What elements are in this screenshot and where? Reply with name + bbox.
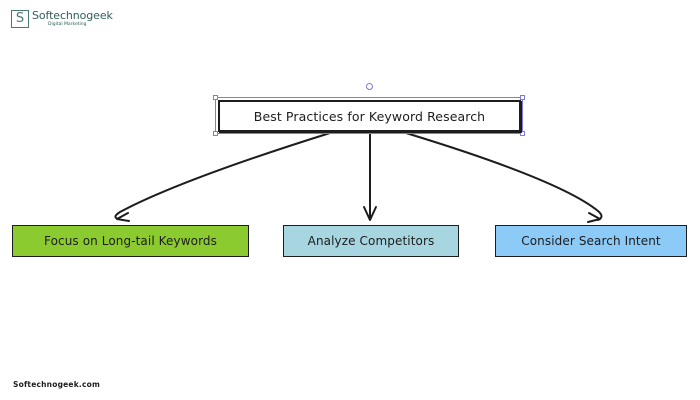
child-node-competitors[interactable]: Analyze Competitors bbox=[283, 225, 459, 257]
resize-handle-top-right[interactable] bbox=[520, 95, 525, 100]
logo-name: Softechnogeek bbox=[32, 9, 113, 22]
logo-mark-icon: S bbox=[11, 10, 29, 28]
rotate-handle[interactable] bbox=[366, 83, 373, 90]
root-node[interactable]: Best Practices for Keyword Research bbox=[218, 100, 521, 132]
arrowhead-middle bbox=[363, 206, 377, 221]
resize-handle-bottom-left[interactable] bbox=[213, 131, 218, 136]
brand-logo: S Softechnogeek Digital Marketing bbox=[11, 10, 113, 30]
selection-frame bbox=[215, 97, 523, 134]
child-node-search-intent[interactable]: Consider Search Intent bbox=[495, 225, 687, 257]
connector-left bbox=[114, 132, 331, 220]
arrowhead-left bbox=[116, 212, 130, 222]
child-node-long-tail[interactable]: Focus on Long-tail Keywords bbox=[12, 225, 249, 257]
connector-right bbox=[405, 132, 603, 221]
logo-tagline: Digital Marketing bbox=[48, 22, 87, 27]
resize-handle-top-left[interactable] bbox=[213, 95, 218, 100]
resize-handle-bottom-right[interactable] bbox=[520, 131, 525, 136]
footer-website: Softechnogeek.com bbox=[13, 380, 100, 389]
logo-text: Softechnogeek Digital Marketing bbox=[32, 10, 113, 28]
arrowhead-right bbox=[587, 212, 601, 223]
